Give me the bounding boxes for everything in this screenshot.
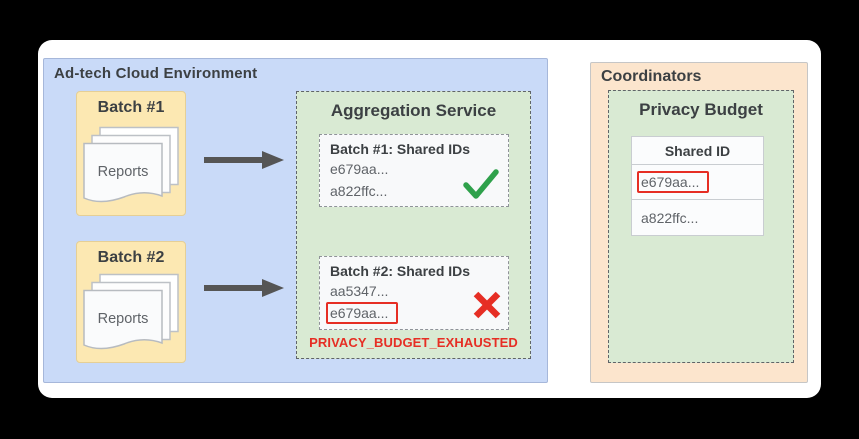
adtech-cloud-environment-box: Ad-tech Cloud Environment Batch #1 Repor… [43, 58, 548, 383]
reports-label: Reports [98, 311, 149, 327]
shared-id-table-row: e679aa... [632, 165, 763, 200]
reports-label: Reports [98, 164, 149, 180]
report-sheet-front [83, 142, 163, 203]
exhausted-id-highlight: e679aa... [326, 302, 399, 324]
batch2-to-aggregation-arrow-icon [204, 279, 284, 297]
privacy-budget-box: Privacy Budget Shared ID e679aa... a822f… [608, 90, 794, 363]
coordinators-box: Coordinators Privacy Budget Shared ID e6… [590, 62, 808, 383]
shared-id-table-header: Shared ID [632, 137, 763, 165]
batch1-to-aggregation-arrow-icon [204, 151, 284, 169]
x-icon [473, 291, 501, 319]
shared-id-value-highlighted: e679aa... [326, 302, 498, 324]
reports-stack-icon: Reports [83, 126, 179, 203]
batch-1-box: Batch #1 Reports [76, 91, 186, 216]
shared-id-value: a822ffc... [330, 183, 388, 199]
shared-id-table: Shared ID e679aa... a822ffc... [631, 136, 764, 236]
check-icon [463, 169, 499, 199]
shared-id-value: e679aa... [330, 161, 389, 177]
diagram-card: Ad-tech Cloud Environment Batch #1 Repor… [38, 40, 821, 398]
batch-2-shared-ids-box: Batch #2: Shared IDs aa5347... e679aa... [319, 256, 509, 330]
shared-id-table-row: a822ffc... [641, 209, 699, 226]
batch-2-label: Batch #2 [97, 249, 165, 266]
batch-2-box: Batch #2 Reports [76, 241, 186, 363]
shared-id-value: aa5347... [330, 283, 389, 299]
adtech-cloud-environment-title: Ad-tech Cloud Environment [54, 65, 258, 82]
batch-1-shared-ids-title: Batch #1: Shared IDs [330, 141, 471, 157]
coordinators-title: Coordinators [601, 68, 702, 85]
batch-1-label: Batch #1 [97, 99, 165, 116]
batch-1-shared-ids-box: Batch #1: Shared IDs e679aa... a822ffc..… [319, 134, 509, 207]
aggregation-service-box: Aggregation Service Batch #1: Shared IDs… [296, 91, 531, 359]
aggregation-service-title: Aggregation Service [330, 101, 497, 120]
exhausted-id-highlight: e679aa... [637, 171, 710, 193]
batch-2-shared-ids-title: Batch #2: Shared IDs [330, 263, 471, 279]
report-sheet-front [83, 289, 163, 350]
privacy-budget-title: Privacy Budget [639, 100, 763, 119]
reports-stack-icon: Reports [83, 273, 179, 350]
privacy-budget-exhausted-label: PRIVACY_BUDGET_EXHAUSTED [309, 335, 518, 350]
